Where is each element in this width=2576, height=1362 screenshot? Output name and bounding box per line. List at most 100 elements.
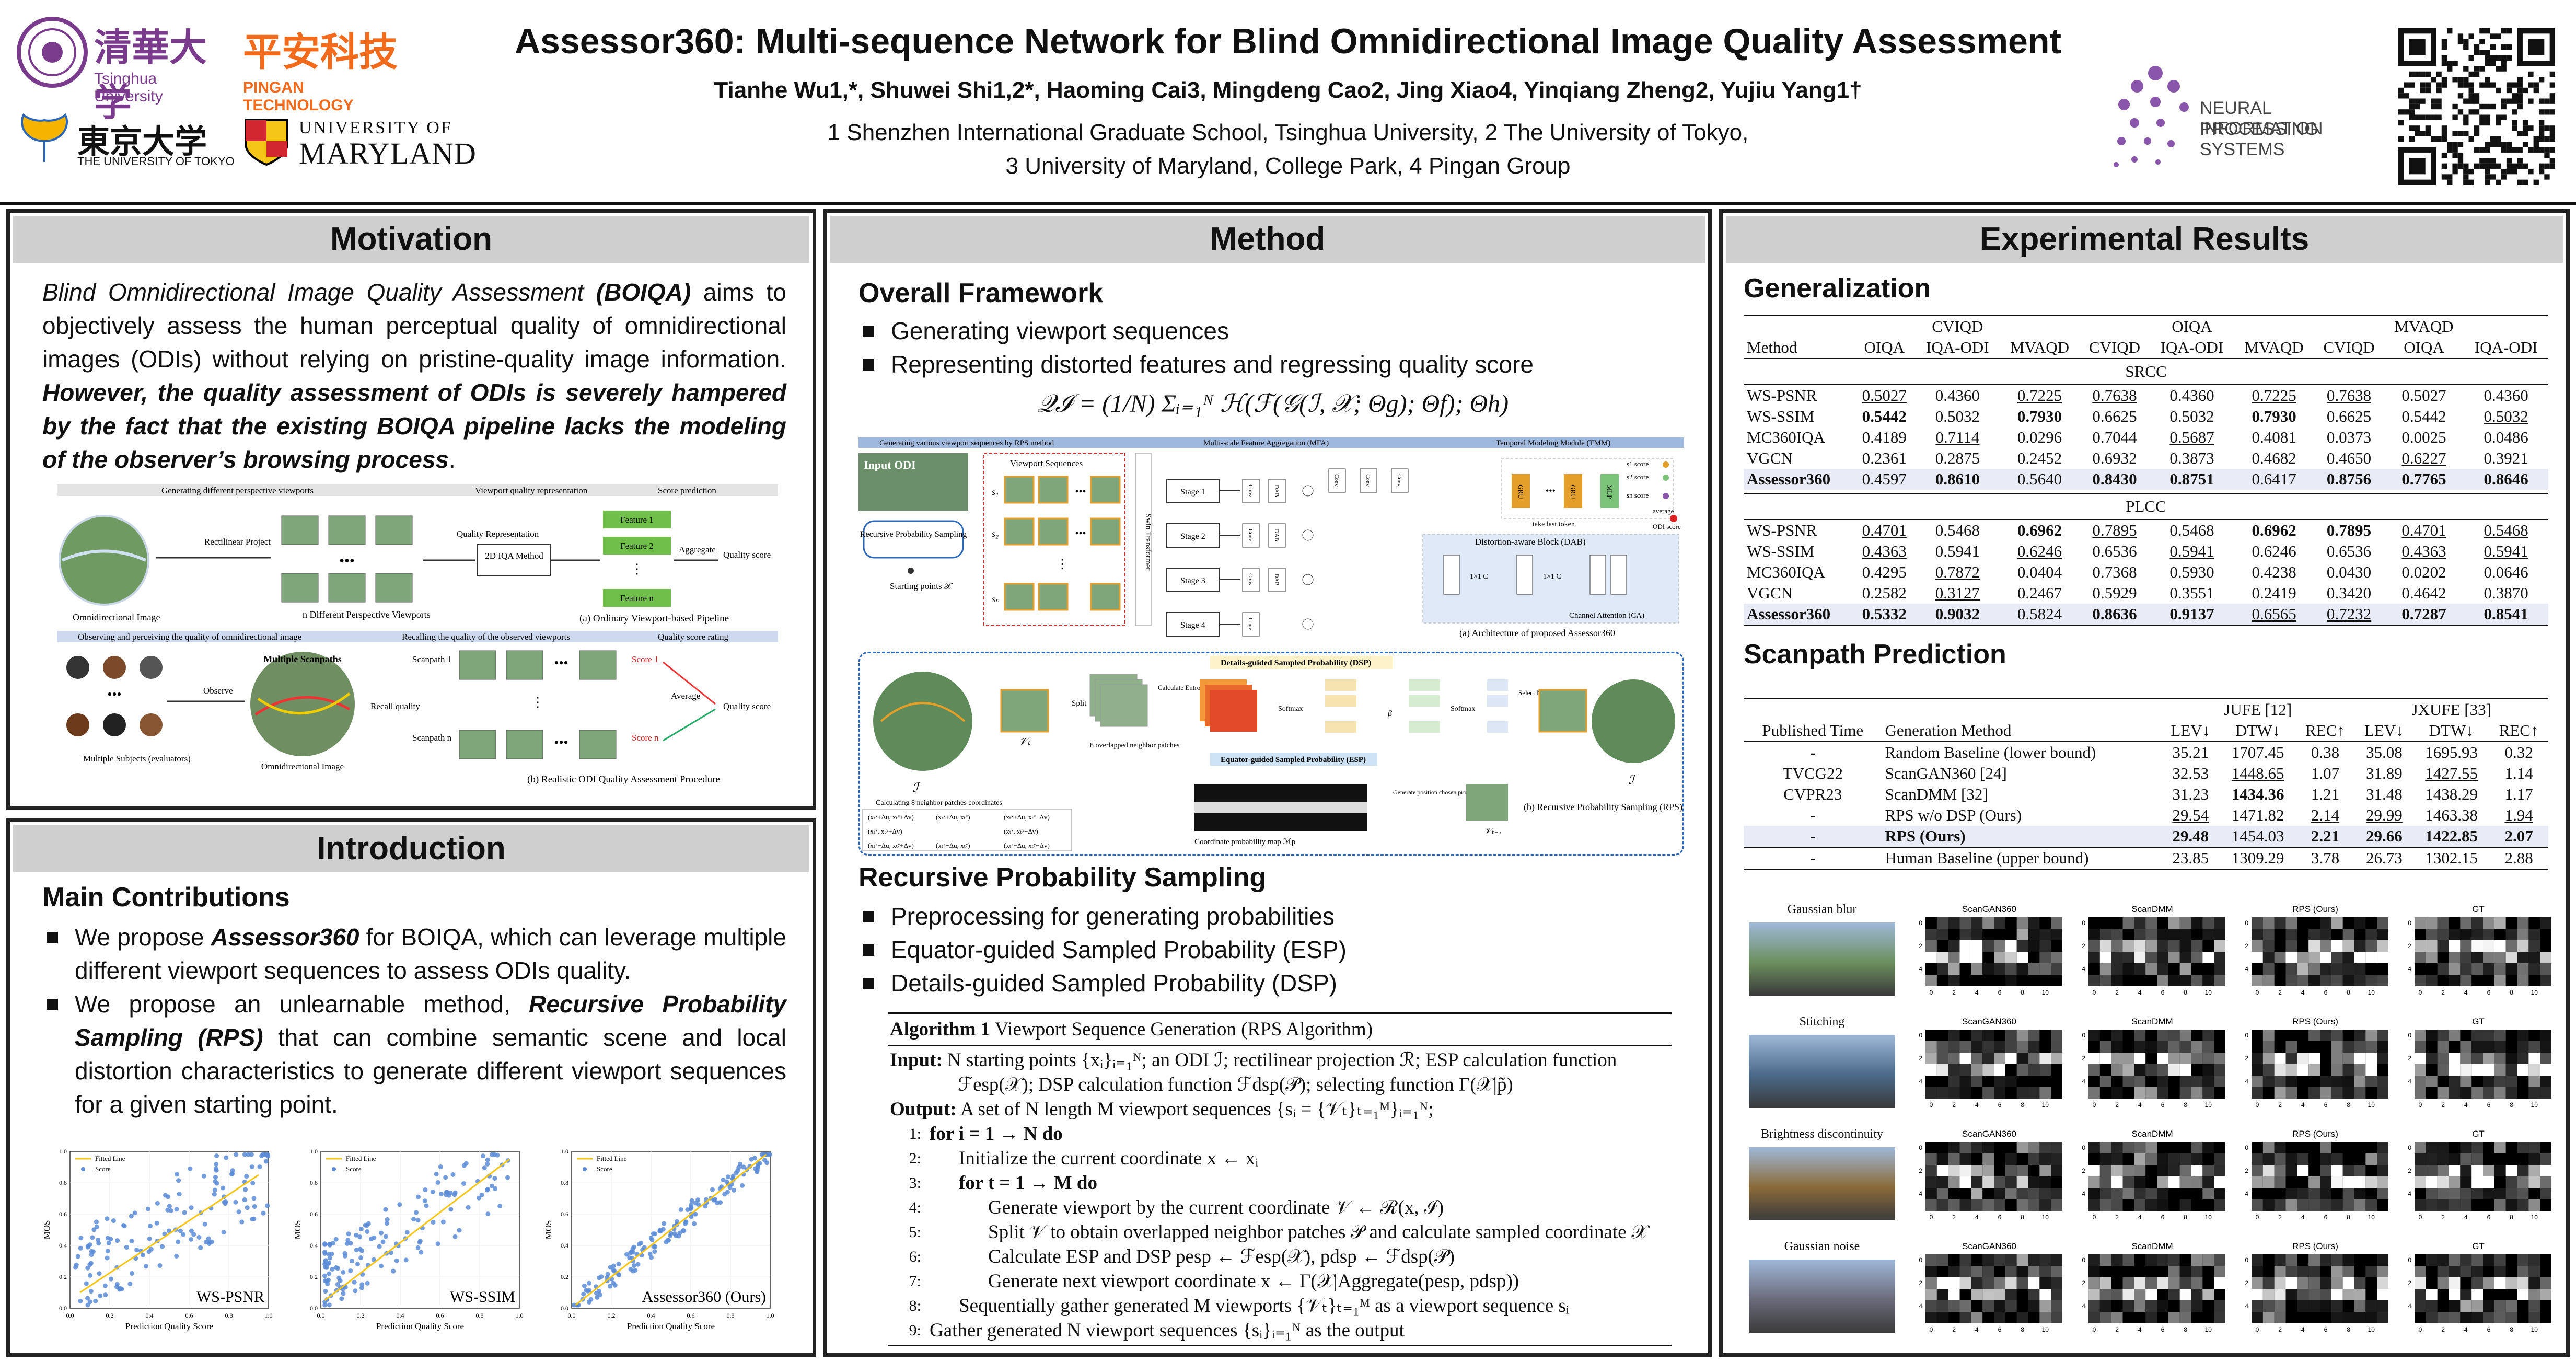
table-cell: 0.4597 bbox=[1853, 469, 1916, 490]
y-tick: 1.0 bbox=[561, 1148, 568, 1155]
legend-score: Score bbox=[597, 1165, 612, 1173]
generation-method: ScanDMM [32] bbox=[1885, 785, 1988, 803]
method-name: WS-SSIM bbox=[1747, 407, 1815, 425]
x-tick: 4 bbox=[1975, 1214, 1979, 1221]
legend-fitted-line: Fitted Line bbox=[95, 1155, 125, 1162]
recall-label: Recall quality bbox=[370, 701, 420, 711]
motivation-figure: Generating different perspective viewpor… bbox=[57, 484, 778, 798]
table-cell: 1.07 bbox=[2311, 764, 2340, 782]
table-cell: 0.0296 bbox=[2017, 428, 2062, 446]
input-odi-image bbox=[858, 453, 968, 511]
x-tick: 0 bbox=[2093, 1101, 2096, 1109]
framework-bullet-2: Representing distorted features and regr… bbox=[858, 348, 1687, 381]
svg-text:•••: ••• bbox=[339, 553, 354, 569]
table-cell: 26.73 bbox=[2365, 849, 2403, 867]
s2-score: s2 score bbox=[1627, 473, 1649, 481]
qr-code[interactable] bbox=[2398, 28, 2555, 185]
conv-box: Conv bbox=[1247, 484, 1254, 497]
svg-text:s₂: s₂ bbox=[992, 528, 999, 539]
multi-scanpaths-label: Multiple Scanpaths bbox=[263, 654, 342, 664]
x-tick: 0.6 bbox=[436, 1312, 444, 1319]
x-tick: 8 bbox=[2184, 1326, 2187, 1333]
main-contributions-heading: Main Contributions bbox=[42, 882, 290, 913]
x-tick: 0.4 bbox=[397, 1312, 404, 1319]
tsinghua-seal-icon bbox=[17, 17, 88, 88]
x-tick: 10 bbox=[2042, 1101, 2049, 1109]
scan-group-header: JXUFE [33] bbox=[2411, 700, 2491, 719]
y-tick: 2 bbox=[2408, 1055, 2411, 1062]
x-tick: 8 bbox=[2021, 1214, 2024, 1221]
overall-framework-heading: Overall Framework bbox=[858, 278, 1104, 308]
tsinghua-logo-text: 清華大学 bbox=[94, 25, 207, 124]
group-header: OIQA bbox=[2172, 317, 2212, 336]
scan-metric-header: DTW↓ bbox=[2235, 721, 2281, 740]
x-tick: 4 bbox=[1975, 1101, 1979, 1109]
x-tick: 0.0 bbox=[317, 1312, 325, 1319]
section-label: SRCC bbox=[1744, 359, 2548, 385]
heatmap-title: GT bbox=[2472, 1017, 2485, 1026]
table-cell: 0.6962 bbox=[2252, 521, 2296, 539]
table-cell: 0.4295 bbox=[1862, 563, 1907, 581]
heatmap-title: RPS (Ours) bbox=[2292, 1129, 2338, 1139]
x-tick: 0 bbox=[2419, 989, 2422, 996]
x-tick: 0.0 bbox=[66, 1312, 74, 1319]
swin-transformer-box: Swin Transformer bbox=[1144, 514, 1152, 571]
heatmap-title: ScanGAN360 bbox=[1962, 904, 2016, 914]
subjects-icons bbox=[66, 656, 163, 736]
generation-method: Random Baseline (lower bound) bbox=[1885, 743, 2096, 761]
col-header: IQA-ODI bbox=[2474, 338, 2538, 356]
quality-score-b: Quality score bbox=[723, 701, 771, 711]
fig-top-header-3: Score prediction bbox=[658, 486, 716, 495]
framework-bullet-1: Generating viewport sequences bbox=[858, 314, 1687, 348]
x-tick: 0 bbox=[2093, 1214, 2096, 1221]
y-tick: 0 bbox=[2245, 919, 2248, 927]
x-tick: 2 bbox=[2441, 1101, 2445, 1109]
score-n-label: Score n bbox=[632, 733, 659, 743]
method-name: WS-PSNR bbox=[1747, 386, 1817, 405]
introduction-panel: Introduction Main Contributions We propo… bbox=[6, 818, 816, 1357]
scan-metric-header: DTW↓ bbox=[2429, 721, 2474, 740]
table-cell: 0.9032 bbox=[1915, 604, 2000, 626]
y-tick: 0.8 bbox=[561, 1179, 568, 1186]
distorted-odi-thumbnail bbox=[1749, 922, 1895, 996]
x-tick: 4 bbox=[2138, 1326, 2142, 1333]
table-cell: 2.14 bbox=[2311, 806, 2340, 824]
introduction-heading: Introduction bbox=[13, 825, 809, 872]
y-tick: 4 bbox=[2408, 1302, 2411, 1310]
x-tick: 6 bbox=[2487, 1214, 2491, 1221]
x-tick: 0 bbox=[2256, 1326, 2259, 1333]
rps-bullet-2: Equator-guided Sampled Probability (ESP) bbox=[858, 933, 1695, 966]
contribution-2: We propose an unlearnable method, Recurs… bbox=[42, 987, 786, 1121]
y-tick: 0 bbox=[2245, 1032, 2248, 1039]
x-tick: 8 bbox=[2021, 1326, 2024, 1333]
table-cell: 0.0430 bbox=[2326, 563, 2372, 581]
softmax-label-2: Softmax bbox=[1451, 705, 1475, 713]
table-cell: 0.7044 bbox=[2092, 428, 2137, 446]
neurips-text2: PROCESSING SYSTEMS bbox=[2200, 119, 2318, 159]
table-cell: 0.7114 bbox=[1935, 428, 1980, 446]
x-tick: 4 bbox=[2301, 989, 2305, 996]
table-cell: 0.8541 bbox=[2464, 604, 2548, 626]
svg-text:⋮: ⋮ bbox=[1056, 558, 1069, 571]
algorithm-output: Output: A set of N length M viewport seq… bbox=[890, 1099, 1434, 1120]
table-cell: 1434.36 bbox=[2231, 785, 2284, 803]
coord-map-label: Coordinate probability map ℳp bbox=[1194, 838, 1295, 846]
x-tick: 8 bbox=[2184, 1214, 2187, 1221]
y-axis-label: MOS bbox=[293, 1220, 303, 1240]
y-tick: 4 bbox=[2408, 965, 2411, 973]
group-header bbox=[2080, 316, 2150, 338]
table-cell: 23.85 bbox=[2172, 849, 2209, 867]
table-cell: 0.5332 bbox=[1853, 604, 1916, 626]
y-tick: 0 bbox=[1919, 919, 1922, 927]
pviews-label: n Different Perspective Viewports bbox=[303, 609, 431, 620]
x-tick: 8 bbox=[2347, 1214, 2350, 1221]
x-tick: 2 bbox=[2115, 1326, 2119, 1333]
y-tick: 0.6 bbox=[561, 1210, 568, 1218]
method-name: MC360IQA bbox=[1747, 563, 1825, 581]
